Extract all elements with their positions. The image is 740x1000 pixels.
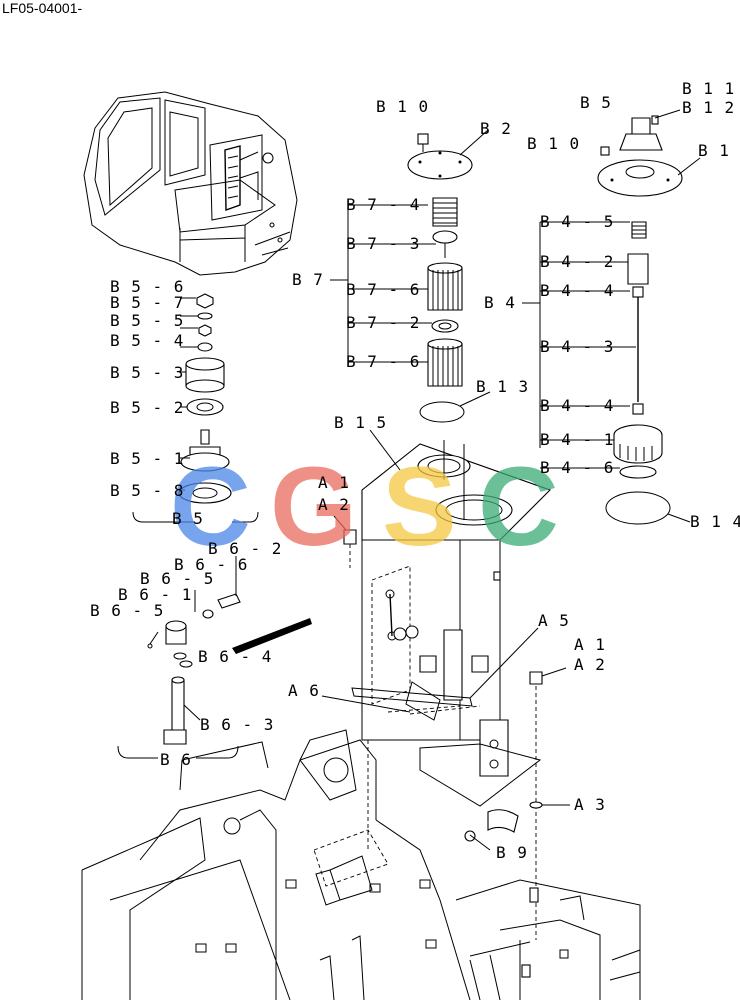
label-b15: B 1 5 <box>334 413 387 432</box>
label-b5-1: B 5 - 1 <box>110 449 184 468</box>
a3-washer <box>529 801 543 809</box>
label-b5-3: B 5 - 3 <box>110 363 184 382</box>
label-b10-right: B 1 0 <box>527 134 580 153</box>
label-b6-6: B 6 - 6 <box>174 555 248 574</box>
label-b5-4: B 5 - 4 <box>110 331 184 350</box>
label-a6: A 6 <box>288 681 320 700</box>
label-b6-5b: B 6 - 5 <box>90 601 164 620</box>
label-b7: B 7 <box>292 270 324 289</box>
label-b7-6a: B 7 - 6 <box>346 280 420 299</box>
watermark-letter: C <box>170 444 251 569</box>
b4-valve-stack <box>522 221 691 525</box>
a1-bolt-left <box>343 529 357 545</box>
label-b4-2: B 4 - 2 <box>540 252 614 271</box>
label-b11: B 1 1 <box>682 79 735 98</box>
b7-filter-stack <box>330 197 463 387</box>
label-b4-5: B 4 - 5 <box>540 212 614 231</box>
b6-pointer-hatch <box>232 618 312 654</box>
watermark-letter: G <box>270 444 357 569</box>
label-b13: B 1 3 <box>476 377 529 396</box>
a1-bolt-right <box>529 671 543 685</box>
label-b4-3: B 4 - 3 <box>540 337 614 356</box>
label-b5: B 5 <box>580 93 612 112</box>
label-b6-1: B 6 - 1 <box>118 585 192 604</box>
label-b5-group: B 5 <box>172 509 204 528</box>
label-b9: B 9 <box>496 843 528 862</box>
upper-frame <box>81 729 641 1000</box>
label-b6-group: B 6 <box>160 750 192 769</box>
label-b6-3: B 6 - 3 <box>200 715 274 734</box>
watermark-letter: S <box>382 444 457 569</box>
label-b7-4: B 7 - 4 <box>346 195 420 214</box>
label-b6-5a: B 6 - 5 <box>140 569 214 588</box>
label-a5: A 5 <box>538 611 570 630</box>
label-b12: B 1 2 <box>682 98 735 117</box>
label-b5-6: B 5 - 6 <box>110 277 184 296</box>
label-a2-top: A 2 <box>318 495 350 514</box>
label-b7-6b: B 7 - 6 <box>346 352 420 371</box>
a5-leader <box>469 627 539 699</box>
label-b4-4a: B 4 - 4 <box>540 281 614 300</box>
label-b7-3: B 7 - 3 <box>346 234 420 253</box>
b2-cover-assembly <box>407 129 489 180</box>
label-b2: B 2 <box>480 119 512 138</box>
label-a1-right: A 1 <box>574 635 606 654</box>
label-b5-5: B 5 - 5 <box>110 311 184 330</box>
label-b7-2: B 7 - 2 <box>346 313 420 332</box>
part-labels: B 1 0 B 2 B 5 B 1 1 B 1 2 B 1 0 B 1 B 7 … <box>90 79 740 862</box>
b5-parts-column <box>132 293 259 523</box>
b6-parts <box>117 556 241 759</box>
label-b6-4: B 6 - 4 <box>198 647 272 666</box>
label-b10-left: B 1 0 <box>376 97 429 116</box>
label-b4-4b: B 4 - 4 <box>540 396 614 415</box>
label-b5-2: B 5 - 2 <box>110 398 184 417</box>
label-a1-top: A 1 <box>318 473 350 492</box>
excavator-thumbnail <box>83 91 298 276</box>
document-code: LF05-04001- <box>2 0 83 16</box>
label-a3: A 3 <box>574 795 606 814</box>
b13-o-ring <box>419 401 465 423</box>
watermark: C G S C <box>170 444 559 569</box>
a6-leader <box>321 695 411 713</box>
b1-breather-assembly <box>597 109 701 197</box>
label-b4-1: B 4 - 1 <box>540 430 614 449</box>
label-b4-6: B 4 - 6 <box>540 458 614 477</box>
watermark-letter: C <box>478 444 559 569</box>
label-b14: B 1 4 <box>690 512 740 531</box>
label-b6-2: B 6 - 2 <box>208 539 282 558</box>
label-b4: B 4 <box>484 293 516 312</box>
label-a2-right: A 2 <box>574 655 606 674</box>
label-b5-8: B 5 - 8 <box>110 481 184 500</box>
hydraulic-tank <box>351 440 552 851</box>
label-b1: B 1 <box>698 141 730 160</box>
label-b5-7: B 5 - 7 <box>110 293 184 312</box>
